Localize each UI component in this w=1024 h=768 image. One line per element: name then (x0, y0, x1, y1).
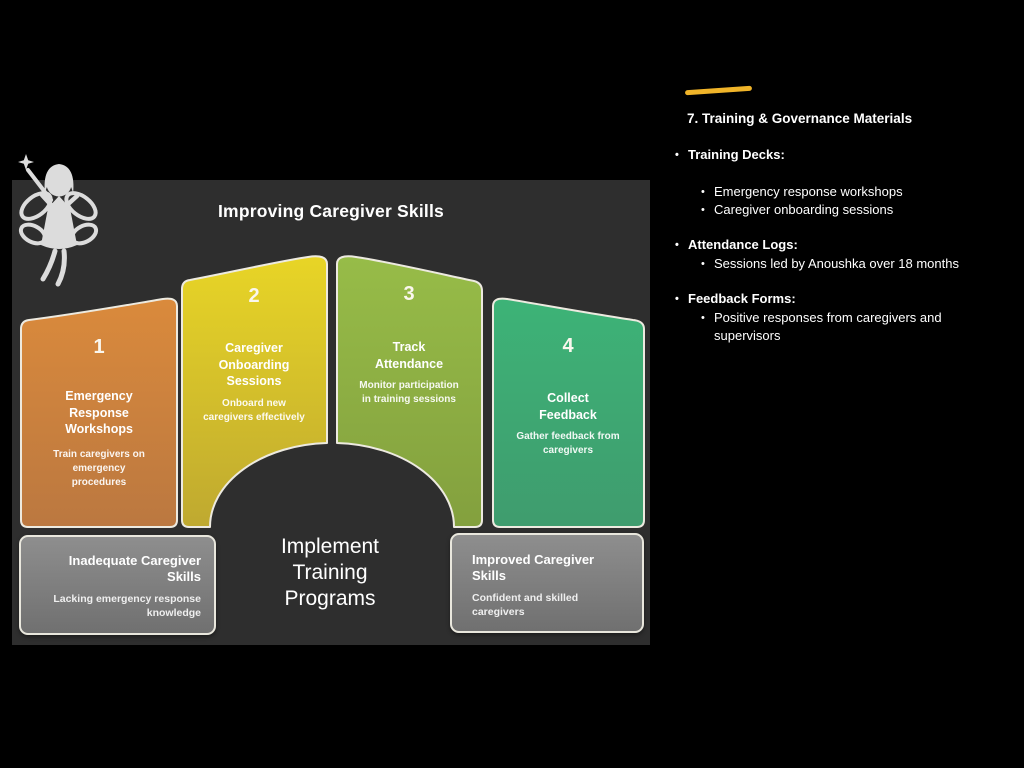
step-4-description: Gather feedback from caregivers (516, 431, 620, 456)
step-4-shape (492, 297, 645, 528)
before-state-title: Inadequate Caregiver Skills (68, 553, 201, 584)
list-item: • Emergency response workshops (670, 183, 1018, 201)
step-4-title: Collect Feedback (539, 391, 597, 422)
before-state-description: Lacking emergency response knowledge (53, 593, 201, 619)
section-item: Emergency response workshops (714, 184, 903, 199)
process-bridge-shapes (20, 255, 645, 528)
slide-diagram: Improving Caregiver Skills 1 Emergency R… (12, 180, 650, 645)
notes-section-feedback-forms: • Feedback Forms: • Positive responses f… (670, 291, 1018, 345)
step-1-number: 1 (93, 336, 105, 358)
list-item: • Training Decks: (670, 147, 1018, 163)
section-label: Feedback Forms: (688, 291, 796, 306)
after-state-title: Improved Caregiver Skills (472, 552, 595, 583)
before-state-box: Inadequate Caregiver Skills Lacking emer… (19, 535, 216, 635)
step-2-description: Onboard new caregivers effectively (203, 398, 305, 423)
yellow-marker-line (684, 85, 753, 96)
step-4-number: 4 (562, 335, 574, 357)
notes-heading: 7. Training & Governance Materials (687, 111, 913, 126)
diagram-title: Improving Caregiver Skills (218, 201, 444, 221)
notes-section-attendance-logs: • Attendance Logs: • Sessions led by Ano… (670, 237, 1018, 273)
bullet-icon: • (675, 239, 679, 251)
list-item: • Feedback Forms: (670, 291, 1018, 307)
step-3-description: Monitor participation in training sessio… (359, 380, 459, 405)
notes-panel: 7. Training & Governance Materials • Tra… (670, 84, 1018, 363)
bullet-icon: • (675, 149, 679, 161)
section-label: Training Decks: (688, 147, 785, 162)
list-item: • Attendance Logs: (670, 237, 1018, 253)
after-state-description: Confident and skilled caregivers (472, 592, 579, 618)
bullet-icon: • (675, 293, 679, 305)
fairy-logo-icon (18, 154, 99, 287)
step-3-number: 3 (403, 283, 415, 305)
step-1-description: Train caregivers on emergency procedures (53, 449, 145, 488)
section-item: Caregiver onboarding sessions (714, 202, 894, 217)
list-item: • Caregiver onboarding sessions (670, 201, 1018, 219)
step-2-shape (181, 255, 328, 528)
list-item: • Sessions led by Anoushka over 18 month… (670, 255, 1018, 273)
step-3-title: Track Attendance (374, 340, 444, 371)
section-item: Sessions led by Anoushka over 18 months (714, 256, 959, 271)
center-arch-label: Implement Training Programs (280, 535, 380, 610)
step-2-title: Caregiver Onboarding Sessions (218, 341, 290, 388)
after-state-box: Improved Caregiver Skills Confident and … (450, 533, 644, 633)
step-3-shape (336, 255, 483, 528)
section-label: Attendance Logs: (688, 237, 798, 252)
bullet-icon: • (701, 204, 705, 216)
bullet-icon: • (701, 186, 705, 198)
step-1-title: Emergency Response Workshops (65, 389, 133, 436)
bullet-icon: • (701, 312, 705, 324)
list-item: • Positive responses from caregivers and… (670, 309, 1018, 345)
bullet-icon: • (701, 258, 705, 270)
notes-section-training-decks: • Training Decks: • Emergency response w… (670, 147, 1018, 219)
step-1-shape (20, 297, 178, 528)
step-2-number: 2 (248, 285, 260, 307)
section-item: Positive responses from caregivers and s… (714, 310, 942, 343)
